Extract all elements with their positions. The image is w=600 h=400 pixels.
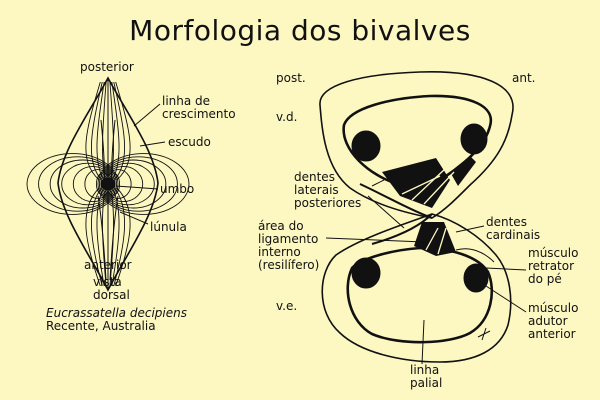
diagram-title: Morfologia dos bivalves <box>129 14 471 47</box>
cardinal-teeth-label: dentes cardinais <box>486 215 541 242</box>
posterior-label: posterior <box>80 60 134 74</box>
right-valve-label: v.d. <box>276 110 298 124</box>
posterior-lateral-teeth-label: dentes laterais posteriores <box>294 170 362 210</box>
growth-line <box>111 187 120 287</box>
growth-line <box>97 153 190 215</box>
ligament-area-label: área do ligamento interno (resilífero) <box>258 219 320 272</box>
species-name: Eucrassatella decipiens <box>46 306 187 320</box>
growth-line <box>113 187 126 287</box>
post-label: post. <box>276 71 306 85</box>
growth-line <box>96 81 105 181</box>
growth-line <box>98 156 178 212</box>
growth-line <box>115 187 131 287</box>
anterior-label: anterior <box>84 258 132 272</box>
ant-label: ant. <box>512 71 536 85</box>
dorsal-view-shell <box>26 76 190 292</box>
shield-label: escudo <box>168 135 211 149</box>
pallial-line-label: linha palial <box>410 363 443 390</box>
growth-line <box>113 81 126 181</box>
left-valve <box>321 213 512 363</box>
left-valve-label: v.e. <box>276 299 298 313</box>
age-locality: Recente, Australia <box>46 319 156 333</box>
umbo-label: umbo <box>160 182 195 196</box>
growth-line <box>38 156 118 212</box>
growth-line <box>90 187 103 287</box>
growth-line <box>26 153 119 215</box>
growth-line <box>90 81 103 181</box>
growth-line-label: linha de crescimento <box>162 94 236 121</box>
growth-line <box>85 81 101 181</box>
growth-line <box>96 187 105 287</box>
foot-retractor-label: músculo retrator do pé <box>528 246 579 286</box>
growth-line <box>115 81 131 181</box>
view-label: vista dorsal <box>93 275 130 302</box>
lunule-label: lúnula <box>150 220 187 234</box>
right-valve <box>319 71 514 219</box>
anterior-adductor-label: músculo adutor anterior <box>528 301 579 341</box>
growth-line <box>85 187 101 287</box>
growth-line <box>111 81 120 181</box>
